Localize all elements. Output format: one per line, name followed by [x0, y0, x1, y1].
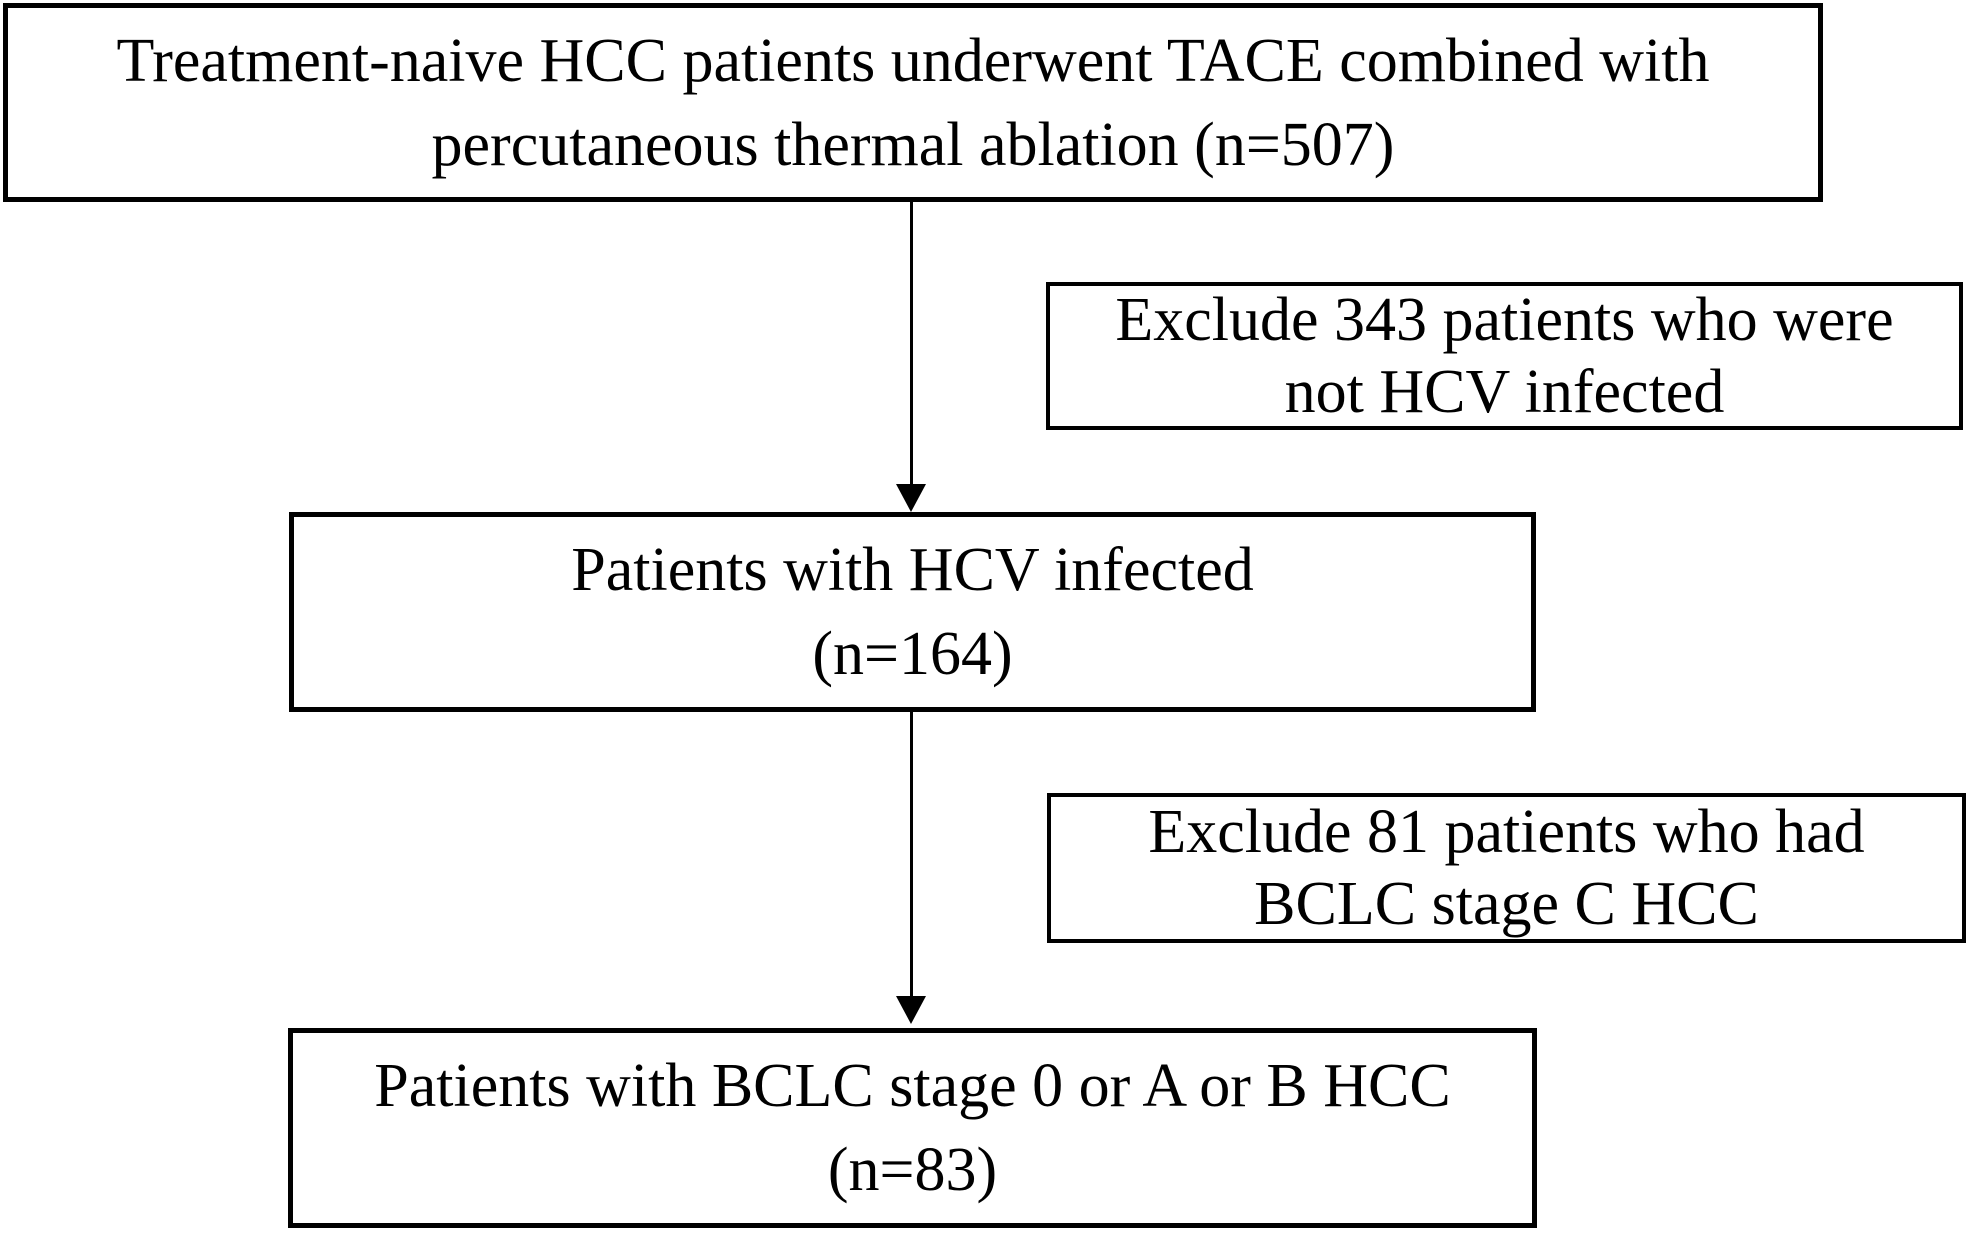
- arrow-down-1-head-icon: [896, 484, 926, 512]
- exclusion-bclc-c-line2: BCLC stage C HCC: [1254, 870, 1759, 938]
- initial-cohort-line1: Treatment-naive HCC patients underwent T…: [116, 26, 1710, 95]
- flow-box-exclusion-not-hcv: Exclude 343 patients who were not HCV in…: [1046, 282, 1963, 430]
- arrow-down-2-line: [910, 712, 913, 996]
- flow-box-final-cohort: Patients with BCLC stage 0 or A or B HCC…: [288, 1028, 1537, 1228]
- hcv-infected-line1: Patients with HCV infected: [571, 536, 1254, 604]
- initial-cohort-line2: percutaneous thermal ablation (n=507): [431, 110, 1395, 179]
- flow-box-exclusion-bclc-c: Exclude 81 patients who had BCLC stage C…: [1047, 793, 1966, 943]
- flow-box-hcv-infected: Patients with HCV infected (n=164): [289, 512, 1536, 712]
- exclusion-not-hcv-line1: Exclude 343 patients who were: [1115, 286, 1894, 354]
- exclusion-bclc-c-line1: Exclude 81 patients who had: [1148, 798, 1865, 866]
- flow-box-initial-cohort: Treatment-naive HCC patients underwent T…: [3, 3, 1823, 202]
- exclusion-not-hcv-line2: not HCV infected: [1284, 358, 1725, 426]
- arrow-down-1-line: [910, 202, 913, 484]
- arrow-down-2-head-icon: [896, 996, 926, 1024]
- final-cohort-line1: Patients with BCLC stage 0 or A or B HCC: [374, 1052, 1451, 1120]
- hcv-infected-line2: (n=164): [812, 620, 1013, 688]
- final-cohort-line2: (n=83): [827, 1136, 998, 1204]
